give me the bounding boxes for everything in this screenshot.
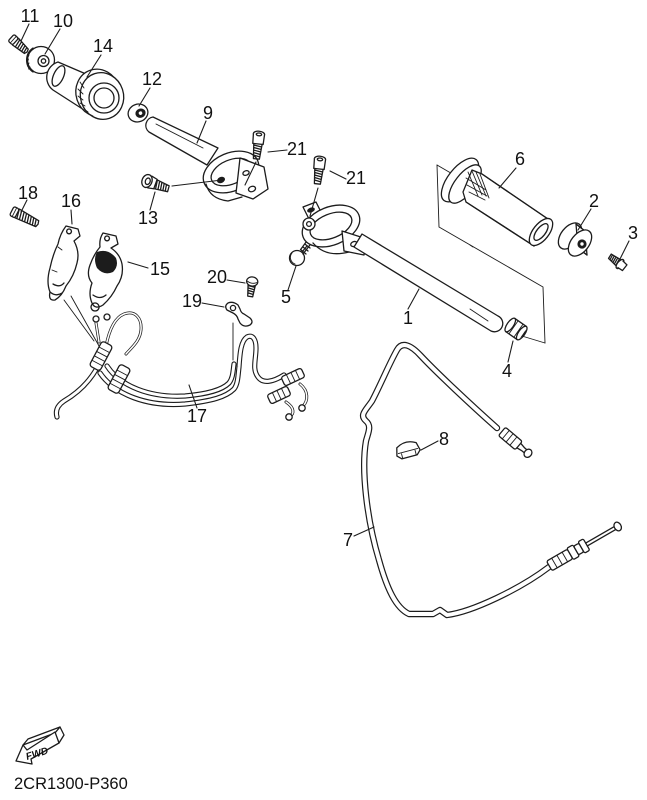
part-16-switch-housing-left-drawing [47,225,81,301]
part-15-switch-housing-right-drawing [87,232,124,312]
callout-2: 2 [589,191,599,211]
callout-9: 9 [203,103,213,123]
part-12-collar-drawing [127,103,149,123]
part-13-bolt-drawing [141,173,170,193]
part-3-bolt-drawing [607,253,628,272]
part-11-screw-drawing [8,34,29,55]
part-8-clamp-drawing [396,441,421,460]
part-10-bar-end-drawing [26,45,56,75]
part-6-throttle-grip-drawing [440,157,554,247]
part-14-grip-drawing [46,61,125,120]
part-21-bolt-right-drawing [313,155,327,185]
part-7-clutch-cable-drawing [359,341,623,619]
part-5-screw-drawing [288,237,314,267]
callout-12: 12 [142,69,162,89]
left-clamp-holder-drawing [202,150,269,202]
part-1-handlebar-right-drawing [353,233,504,333]
callout-7: 7 [343,530,353,550]
leader-lines [20,23,630,537]
part-20-screw-drawing [245,276,259,298]
callout-1: 1 [403,308,413,328]
fwd-label: FWD [25,746,50,763]
part-21-bolt-left-drawing [252,130,266,160]
callout-17: 17 [187,406,207,426]
callout-14: 14 [93,36,113,56]
part-17-throttle-cables-drawing [53,295,309,421]
callout-16: 16 [61,191,81,211]
callout-4: 4 [502,361,512,381]
part-2-damper-drawing [557,222,593,257]
callout-15: 15 [150,259,170,279]
callout-18: 18 [18,183,38,203]
fwd-direction-marker: FWD [15,726,65,765]
callout-6: 6 [515,149,525,169]
part-4-bushing-drawing [504,317,528,341]
callout-21-left: 21 [287,139,307,159]
part-code-label: 2CR1300-P360 [14,775,128,793]
callout-11: 11 [21,6,40,26]
callout-3: 3 [628,223,638,243]
callout-8: 8 [439,429,449,449]
callout-20: 20 [207,267,227,287]
callout-10: 10 [53,11,73,31]
part-9-handlebar-left-drawing [145,116,219,166]
callout-13: 13 [138,208,158,228]
callout-19: 19 [182,291,202,311]
callout-21-right: 21 [346,168,366,188]
callout-5: 5 [281,287,291,307]
part-18-bolt-drawing [9,206,40,228]
callout-labels: 11 10 14 12 9 21 21 13 18 16 15 20 19 5 … [18,6,638,550]
part-19-bracket-drawing [225,301,253,361]
